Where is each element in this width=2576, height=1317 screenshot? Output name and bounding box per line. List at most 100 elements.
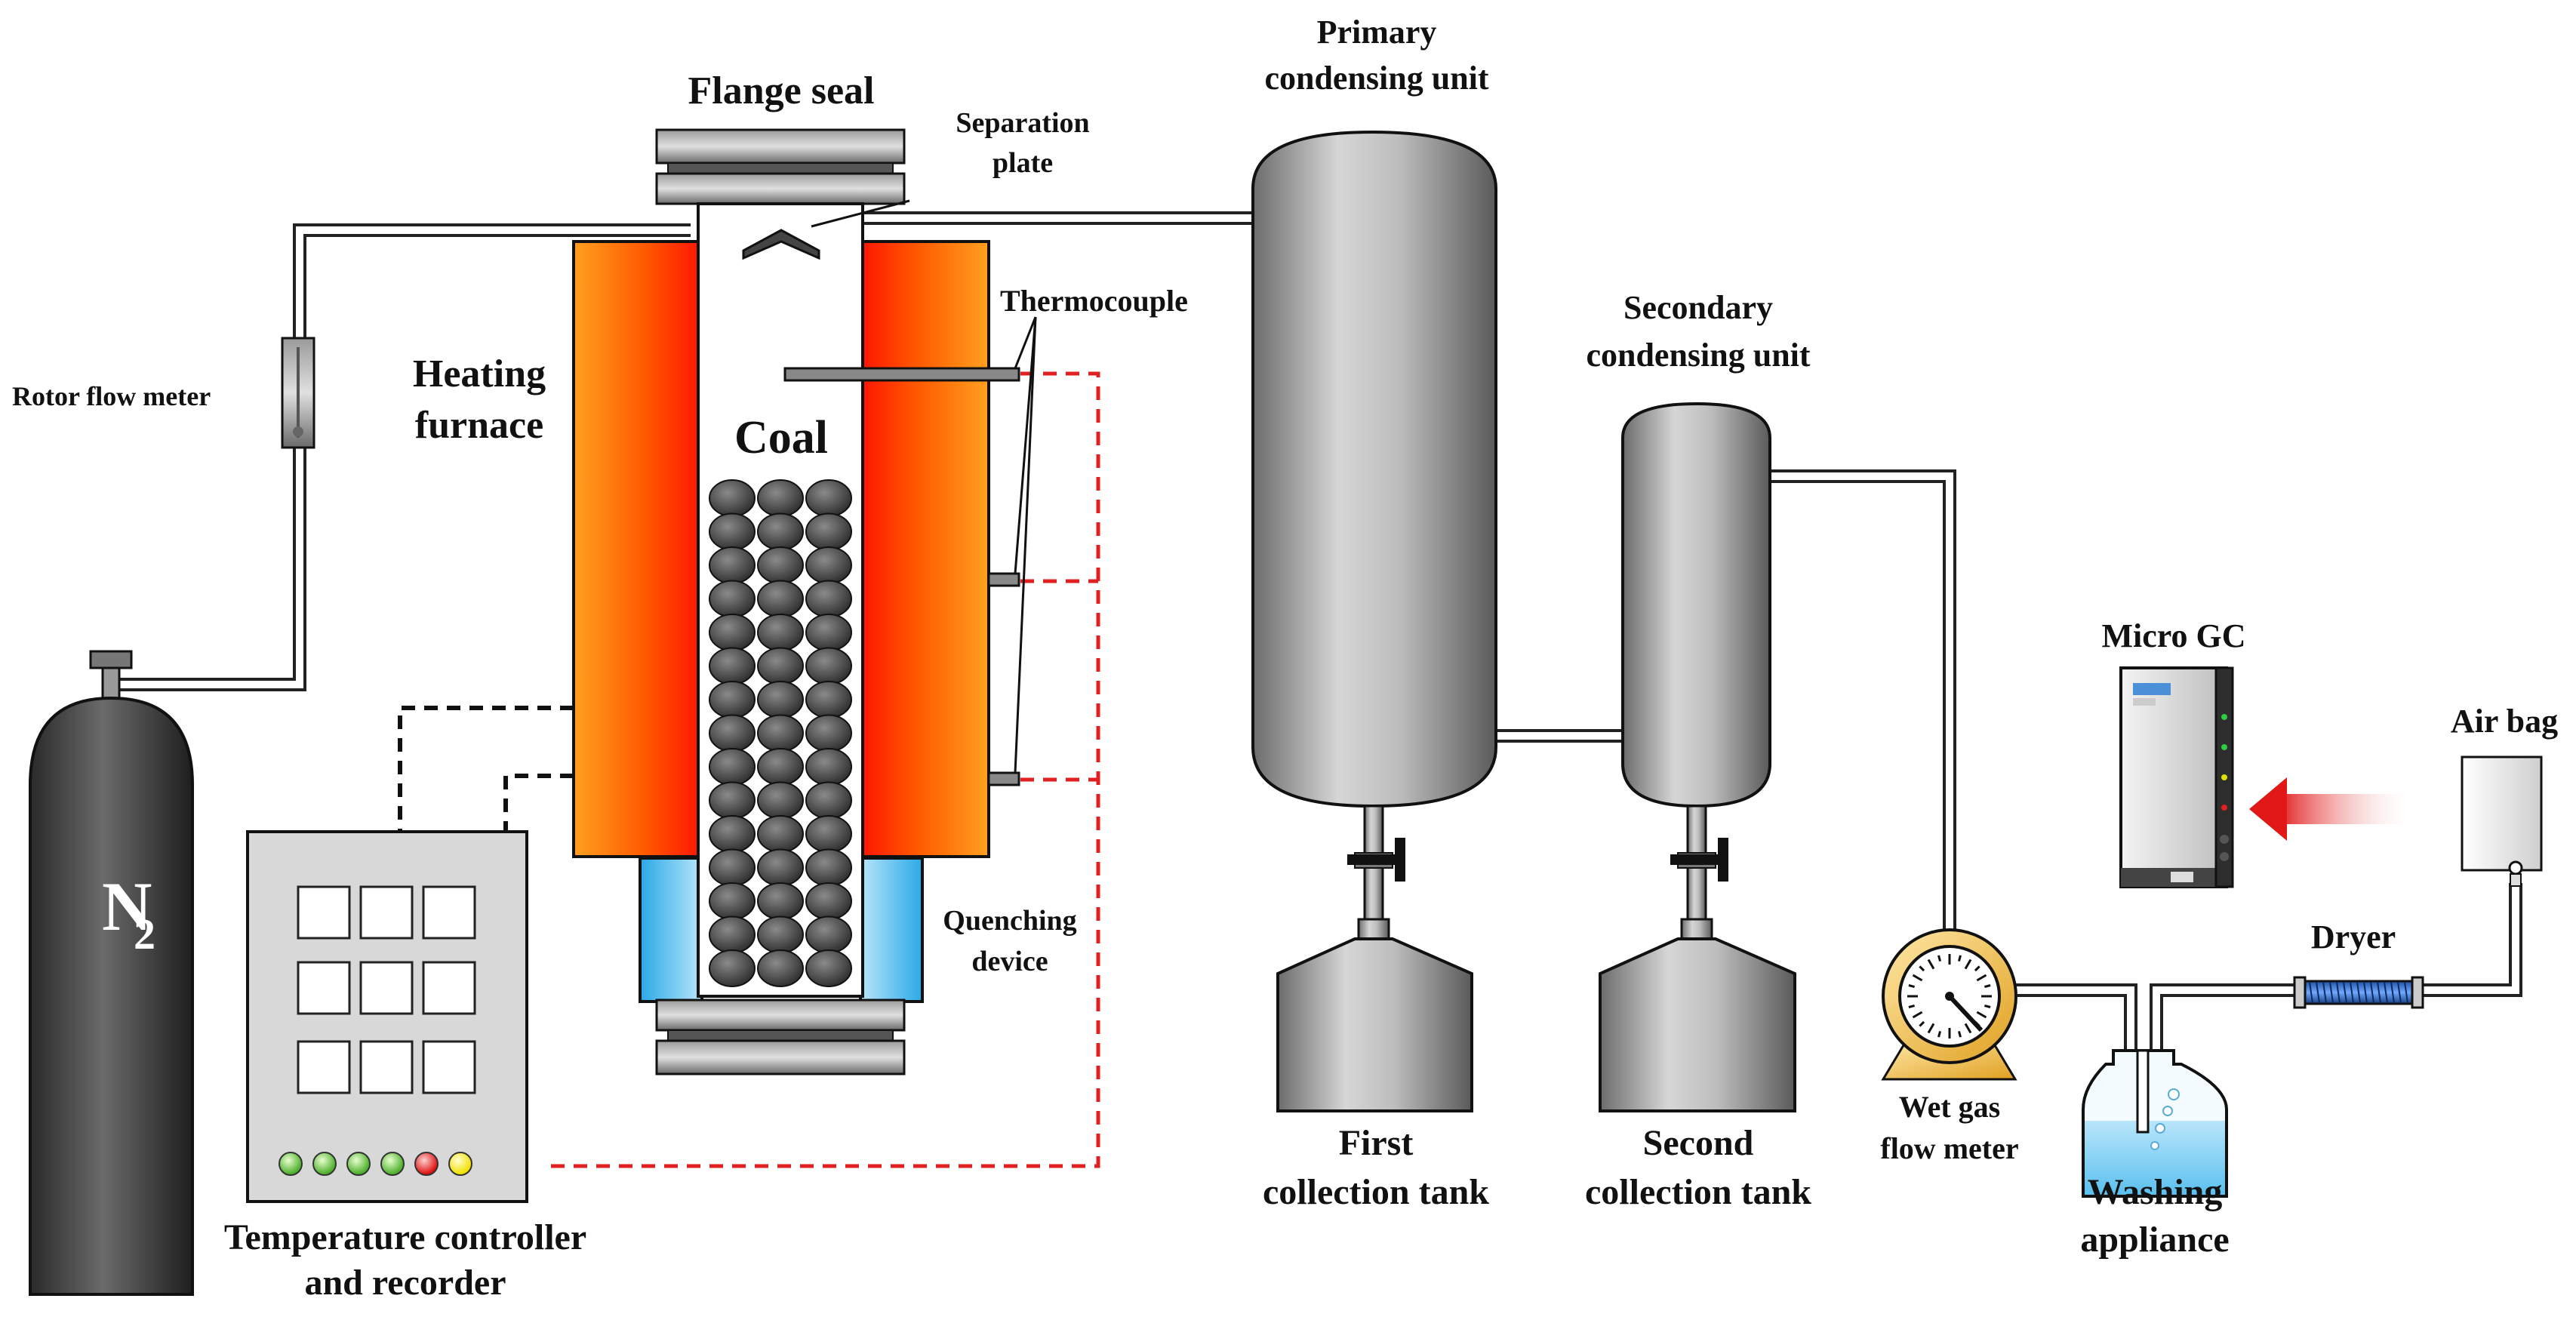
diagram-labels: Flange seal Separation plate Primary con…: [224, 14, 2558, 1303]
dryer-coil: [2356, 981, 2361, 1004]
coal-pellet: [757, 479, 804, 517]
temperature-controller-label-1: Temperature controller: [224, 1217, 586, 1257]
controller-display-panel: [422, 885, 476, 940]
dryer-coil: [2309, 981, 2313, 1004]
rotor-flow-meter-label: Rotor flow meter: [12, 381, 211, 411]
dryer: [2293, 976, 2424, 1009]
dryer-coil: [2384, 981, 2388, 1004]
coal-pellet: [757, 748, 804, 786]
coal-pellet: [757, 781, 804, 820]
dryer-coil: [2350, 981, 2354, 1004]
coal-pellet: [757, 681, 804, 719]
led-icon: [380, 1152, 405, 1176]
separation-plate-label-1: Separation: [956, 107, 1089, 139]
coal-pellet: [709, 915, 756, 954]
controller-display-grid: [297, 885, 476, 1094]
primary-condensing-label-2: condensing unit: [1264, 60, 1488, 97]
coal-pellet: [805, 915, 852, 954]
controller-display-panel: [297, 1040, 351, 1094]
wet-gas-flow-meter: [1881, 928, 2017, 1081]
quenching-device-label-2: device: [971, 946, 1048, 977]
gauge-tick: [1908, 1004, 1916, 1008]
controller-display-panel: [359, 1040, 414, 1094]
coal-pellet: [709, 949, 756, 987]
dryer-coil: [2390, 981, 2395, 1004]
coal-pellet: [709, 647, 756, 685]
quenching-device-label-1: Quenching: [943, 905, 1076, 937]
coal-pellet: [805, 546, 852, 584]
led-icon: [279, 1152, 303, 1176]
gauge-tick: [1984, 1004, 1991, 1008]
temperature-controller: [246, 830, 528, 1203]
coal-pellet: [709, 714, 756, 752]
gauge-tick: [1937, 1030, 1942, 1038]
n2-subscript: 2: [134, 909, 155, 959]
gauge-tick: [1976, 1011, 1987, 1019]
coal-pellet: [805, 580, 852, 618]
coal-pellet: [709, 781, 756, 820]
dryer-coil: [2370, 981, 2374, 1004]
flange-seal-label: Flange seal: [688, 69, 875, 112]
secondary-condensing-label-1: Secondary: [1623, 289, 1773, 326]
gauge-icon: [1907, 954, 1992, 1039]
rotor-flow-meter: Rotor flow meter: [12, 337, 315, 449]
dryer-coil: [2322, 981, 2327, 1004]
controller-leds: [279, 1152, 472, 1176]
coal-pellet: [757, 546, 804, 584]
coal-pellet: [805, 479, 852, 517]
dryer-coil: [2336, 981, 2341, 1004]
gauge-tick: [1974, 965, 1980, 972]
coal-pellet: [709, 815, 756, 853]
dryer-coil: [2404, 981, 2408, 1004]
controller-display-panel: [422, 961, 476, 1015]
secondary-condenser: [1599, 402, 1796, 1112]
gauge-tick: [1937, 955, 1942, 962]
coal-pellet: [709, 546, 756, 584]
dryer-coil: [2329, 981, 2334, 1004]
n2-label: N: [102, 868, 152, 945]
gauge-tick: [1984, 984, 1991, 989]
coal-pellet: [757, 949, 804, 987]
reactor: [572, 128, 1037, 1075]
secondary-condensing-label-2: condensing unit: [1586, 337, 1810, 374]
first-collection-label-2: collection tank: [1263, 1172, 1489, 1212]
coal-pellet: [757, 714, 804, 752]
coal-pellet: [805, 748, 852, 786]
coal-pellet: [805, 848, 852, 887]
coal-pellet: [757, 614, 804, 651]
gauge-tick: [1957, 955, 1962, 962]
coal-pellet: [805, 949, 852, 987]
gauge-tick: [1927, 959, 1935, 970]
wet-gas-meter-label-2: flow meter: [1880, 1131, 2018, 1165]
second-collection-label-2: collection tank: [1585, 1172, 1811, 1212]
dryer-label: Dryer: [2311, 919, 2396, 955]
n2-cylinder: N 2: [29, 650, 194, 1296]
led-icon: [312, 1152, 337, 1176]
dryer-coil: [2316, 981, 2320, 1004]
coal-pellet: [709, 882, 756, 920]
coal-pellet: [757, 915, 804, 954]
coal-pellet: [805, 815, 852, 853]
coal-pellet: [757, 848, 804, 887]
temperature-controller-label-2: and recorder: [304, 1263, 506, 1303]
washing-appliance-label-1: Washing: [2088, 1172, 2223, 1212]
coal-pellet: [805, 614, 852, 651]
arrow-icon: [2249, 777, 2417, 841]
heating-furnace-label-2: furnace: [415, 404, 543, 447]
coal-pellet: [709, 848, 756, 887]
primary-condenser: [1251, 130, 1497, 1112]
coal-pellet: [805, 714, 852, 752]
led-icon: [414, 1152, 439, 1176]
coal-pellet: [709, 614, 756, 651]
dryer-coil: [2363, 981, 2368, 1004]
gauge-tick: [1964, 1023, 1972, 1034]
coal-pellet: [757, 512, 804, 551]
coal-pellet: [757, 882, 804, 920]
coal-pellet: [805, 882, 852, 920]
controller-display-panel: [297, 961, 351, 1015]
dryer-coil: [2377, 981, 2381, 1004]
coal-label: Coal: [734, 412, 828, 463]
gauge-tick: [1976, 974, 1987, 982]
coal-bed: [709, 479, 852, 987]
